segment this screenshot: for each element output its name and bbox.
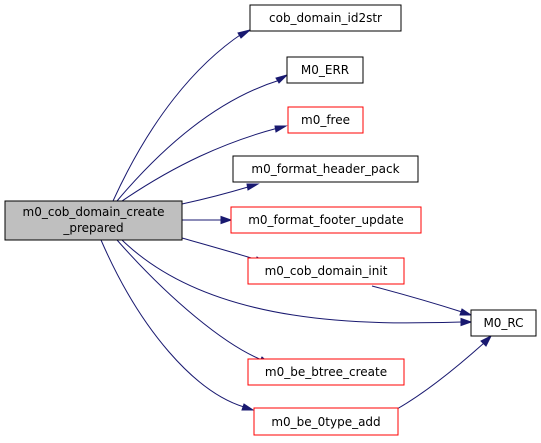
node-label: M0_RC <box>483 316 523 330</box>
edge-root-m0-err <box>116 79 281 202</box>
node-m0-format-footer-update[interactable]: m0_format_footer_update <box>230 206 422 234</box>
edge-root-m0-rc <box>121 239 463 324</box>
node-m0-cob-domain-init[interactable]: m0_cob_domain_init <box>247 257 405 285</box>
arrowhead-cob-domain-id2str <box>237 29 251 39</box>
node-label: cob_domain_id2str <box>269 11 382 25</box>
edge-root-m0-format-header-pack <box>181 186 249 205</box>
edge-root-m0-free <box>121 127 279 202</box>
node-label: m0_free <box>301 113 350 127</box>
node-label-line2: _prepared <box>62 221 123 235</box>
arrowhead-m0-be-0type-add <box>241 403 255 411</box>
node-m0-be-0type-add[interactable]: m0_be_0type_add <box>253 407 399 436</box>
node-m0-be-btree-create[interactable]: m0_be_btree_create <box>247 358 405 386</box>
node-label: M0_ERR <box>301 63 349 77</box>
arrowhead-m0-err <box>275 74 289 84</box>
node-m0-err[interactable]: M0_ERR <box>286 56 364 84</box>
arrowhead-m0-rc-from-init <box>459 308 473 316</box>
node-label: m0_format_header_pack <box>251 162 399 176</box>
edge-root-cob-domain-id2str <box>112 32 244 202</box>
edge-m0-cob-domain-init-m0-rc <box>371 285 463 313</box>
edge-m0-be-0type-add-m0-rc <box>396 342 485 410</box>
node-label: m0_be_btree_create <box>265 365 387 379</box>
arrowhead-m0-rc-from-root <box>460 317 473 327</box>
node-m0-rc[interactable]: M0_RC <box>470 309 537 337</box>
arrowhead-m0-format-footer-update <box>220 215 233 225</box>
arrowhead-m0-free <box>274 125 288 133</box>
node-label: m0_cob_domain_init <box>265 264 388 278</box>
edge-root-m0-be-btree-create <box>116 239 263 361</box>
node-m0-format-header-pack[interactable]: m0_format_header_pack <box>232 155 419 183</box>
node-cob-domain-id2str[interactable]: cob_domain_id2str <box>249 4 402 32</box>
node-label: m0_format_footer_update <box>248 213 404 227</box>
arrowhead-m0-format-header-pack <box>246 183 260 191</box>
edges <box>100 29 493 411</box>
edge-root-m0-cob-domain-init <box>181 237 259 261</box>
node-m0-free[interactable]: m0_free <box>287 106 364 134</box>
arrowhead-m0-rc-from-0type <box>480 334 493 347</box>
node-m0-cob-domain-create-prepared[interactable]: m0_cob_domain_create _prepared <box>4 200 183 241</box>
edge-root-m0-be-0type-add <box>100 239 245 408</box>
node-label: m0_be_0type_add <box>271 415 380 429</box>
node-label-line1: m0_cob_domain_create <box>23 205 165 219</box>
